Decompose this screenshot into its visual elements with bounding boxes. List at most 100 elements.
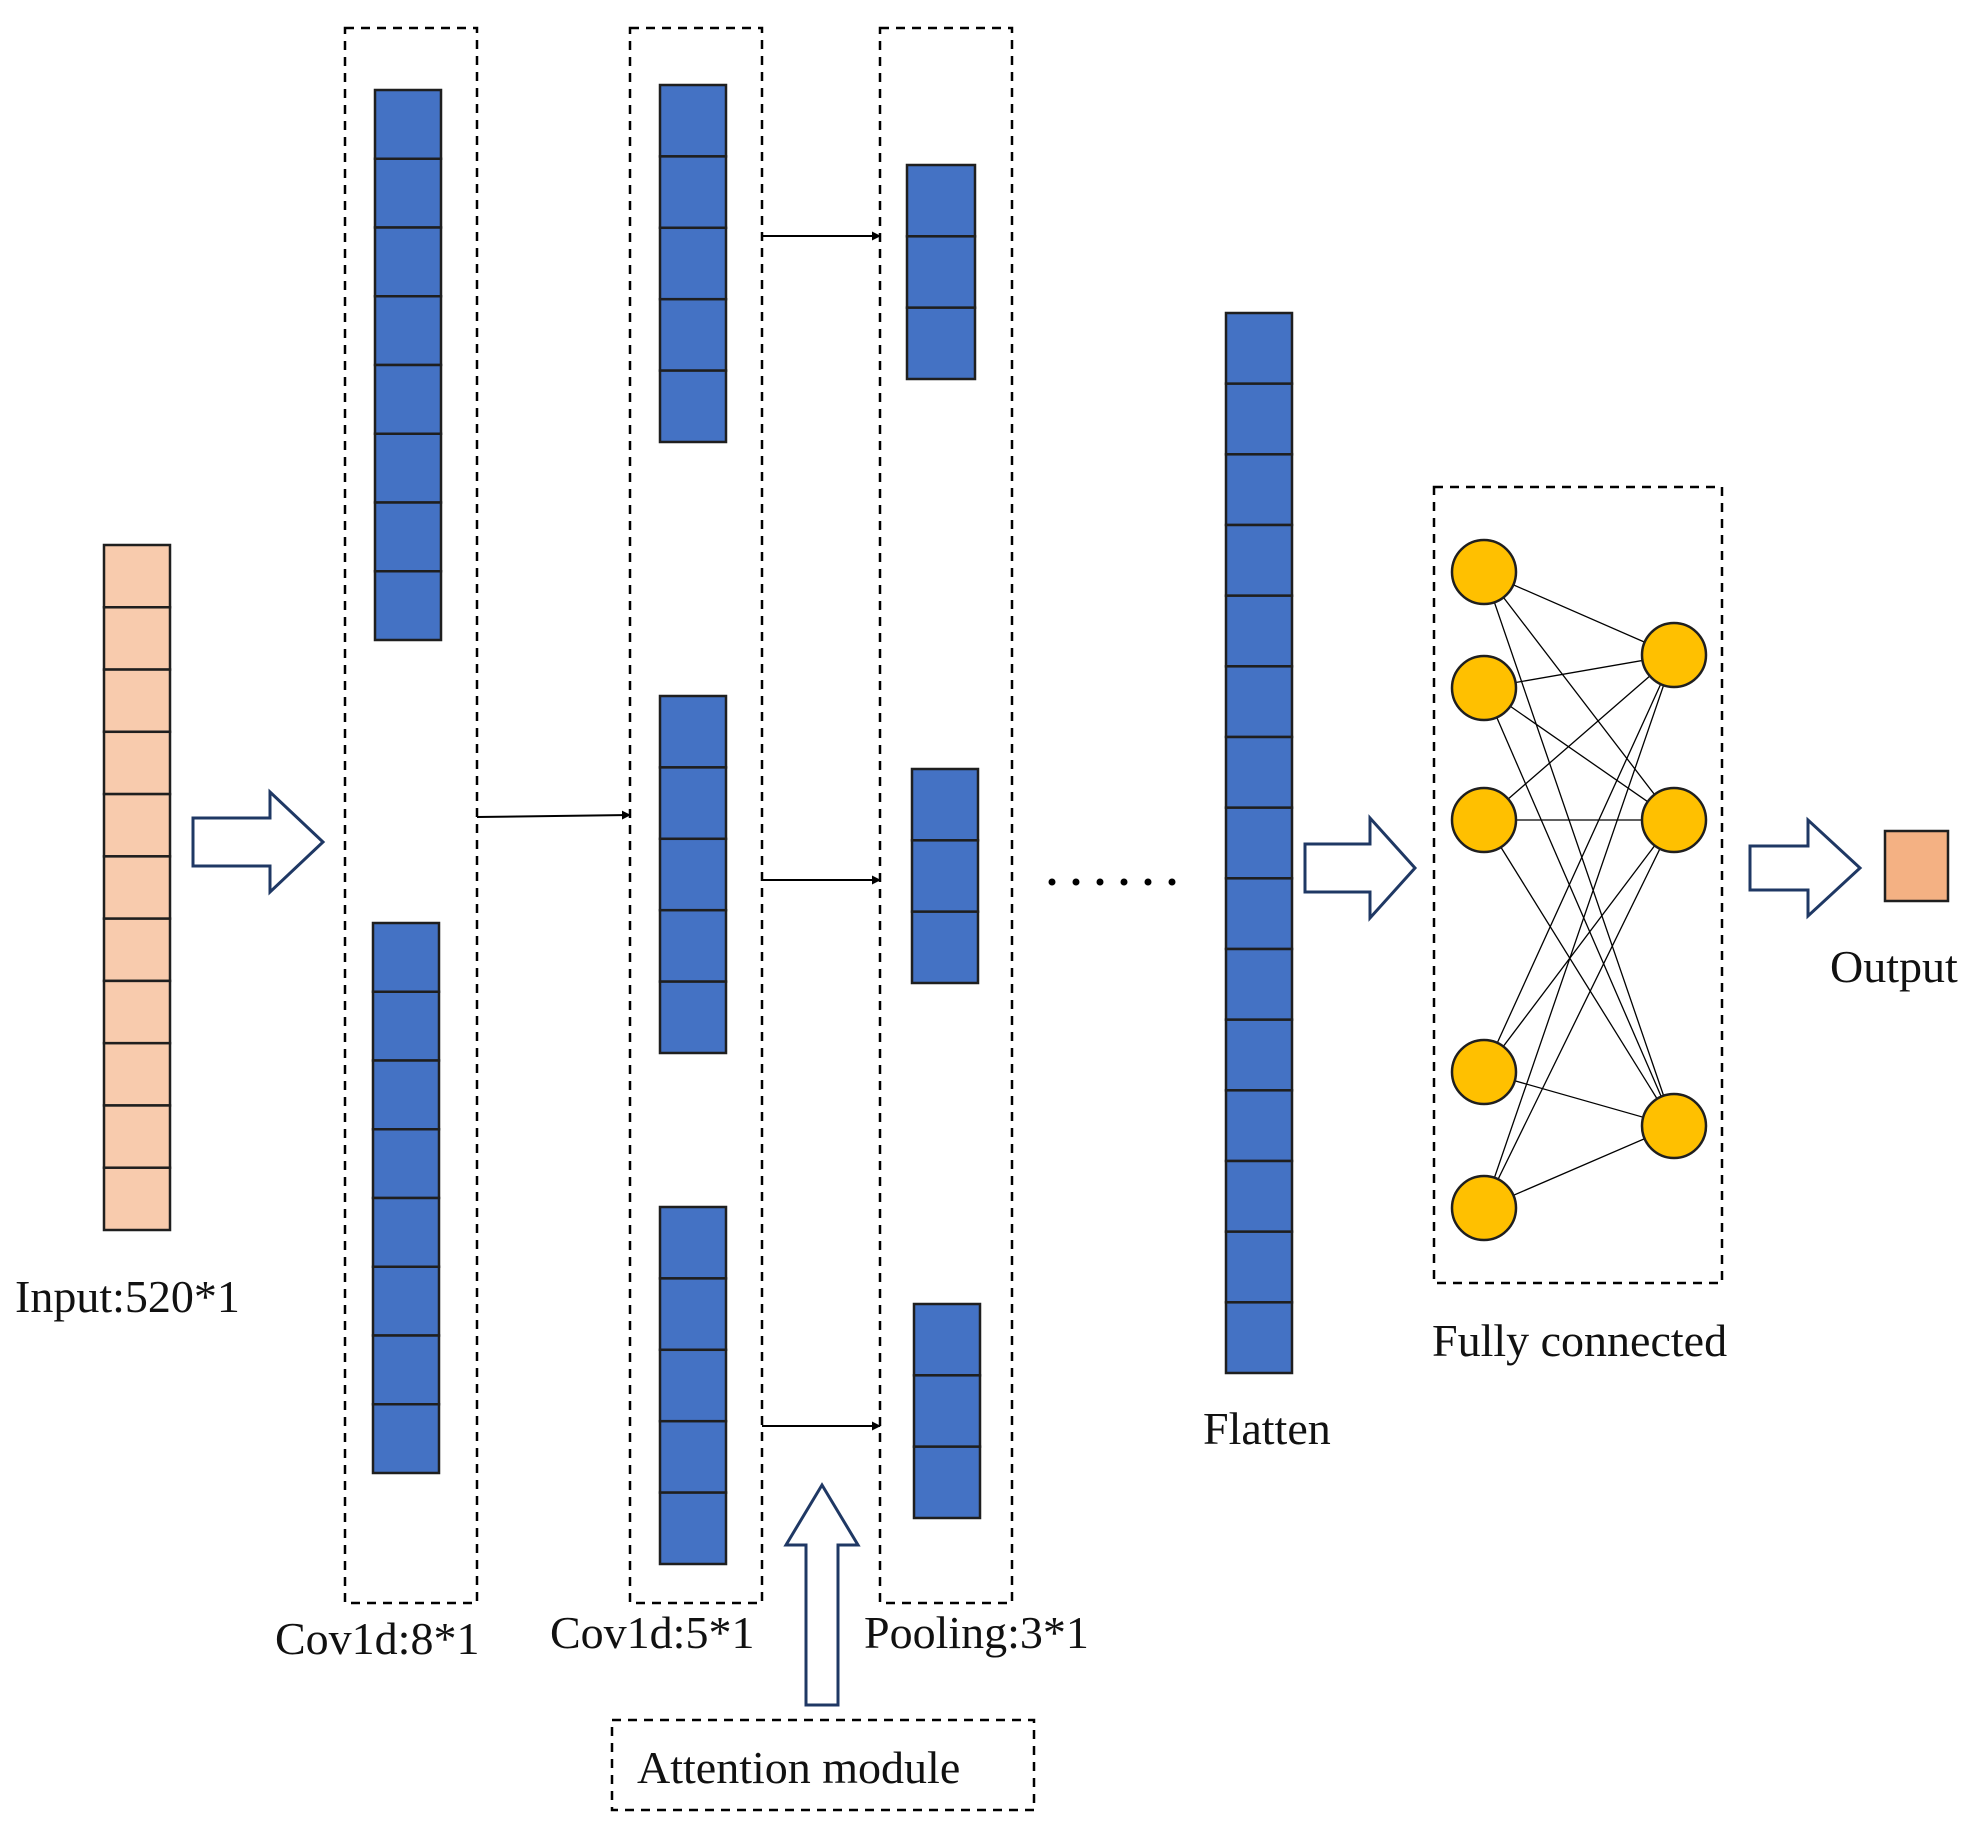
- conv2-cell: [658, 1491, 728, 1566]
- fc-edge: [1483, 1125, 1675, 1209]
- conv2-cell: [658, 1205, 728, 1280]
- input-cell: [102, 543, 172, 609]
- flatten-cell: [1224, 311, 1294, 385]
- input-cell: [102, 668, 172, 734]
- flatten-cell: [1224, 382, 1294, 456]
- pool-cell: [912, 1445, 982, 1520]
- flatten-vector: [1224, 311, 1294, 1375]
- conv1-cell: [373, 157, 443, 229]
- conv2-cell: [658, 980, 728, 1055]
- flatten-cell: [1224, 1230, 1294, 1304]
- conv2-cell: [658, 1348, 728, 1423]
- fc-input-neuron: [1450, 654, 1518, 722]
- flatten-to-fc-arrow-icon: [1303, 814, 1418, 922]
- flatten-cell: [1224, 947, 1294, 1021]
- conv2-cell: [658, 226, 728, 301]
- fc-edge: [1483, 819, 1675, 1209]
- flatten-label: Flatten: [1203, 1403, 1331, 1454]
- conv2-cell: [658, 908, 728, 983]
- conv1-cell: [371, 1334, 441, 1406]
- fc-edge: [1483, 687, 1675, 821]
- pool-cell: [905, 235, 977, 309]
- conv1-frame: [343, 26, 479, 1605]
- conv1-cell: [373, 570, 443, 642]
- flatten-cell: [1224, 806, 1294, 880]
- fc-edge: [1483, 687, 1675, 1127]
- conv1-to-conv2-arrow-icon: [476, 810, 631, 820]
- conv1-label: Cov1d:8*1: [275, 1613, 480, 1664]
- fc-frame: [1432, 485, 1724, 1285]
- conv1-cell: [373, 363, 443, 435]
- pooling-blocks: [905, 163, 982, 1520]
- conv1-blocks: [371, 88, 443, 1475]
- input-cell: [102, 855, 172, 920]
- fc-connections: [1483, 571, 1675, 1209]
- attention-module-label: Attention module: [637, 1742, 961, 1793]
- fc-edge: [1483, 571, 1675, 656]
- input-cell: [102, 606, 172, 671]
- input-cell: [102, 979, 172, 1045]
- conv1-cell: [373, 432, 443, 504]
- pool-cell: [912, 1374, 982, 1448]
- conv2-cell: [658, 1419, 728, 1494]
- flatten-cell: [1224, 877, 1294, 951]
- pooling-label: Pooling:3*1: [864, 1607, 1089, 1658]
- fc-input-neuron: [1450, 1038, 1518, 1106]
- pool-cell: [905, 306, 977, 381]
- pool-cell: [910, 767, 980, 842]
- attention-frame: [610, 1718, 1036, 1812]
- flatten-cell: [1224, 665, 1294, 739]
- fc-output-neuron: [1640, 1092, 1708, 1160]
- pool-cell: [905, 163, 977, 238]
- fc-edge: [1483, 654, 1675, 1073]
- conv1-cell: [371, 921, 441, 993]
- fc-neurons: [1450, 538, 1708, 1242]
- input-vector: [102, 543, 172, 1232]
- conv2-cell: [658, 1277, 728, 1352]
- flatten-cell: [1224, 1159, 1294, 1233]
- input-label: Input:520*1: [15, 1271, 240, 1322]
- flatten-cell: [1224, 453, 1294, 527]
- conv1-cell: [373, 226, 443, 298]
- conv1-cell: [373, 295, 443, 367]
- fc-edge: [1483, 654, 1675, 821]
- flatten-cell: [1224, 594, 1294, 668]
- conv1-cell: [373, 88, 443, 160]
- fc-input-neuron: [1450, 538, 1518, 606]
- input-cell: [102, 1104, 172, 1169]
- conv2-cell: [658, 694, 728, 769]
- input-cell: [102, 792, 172, 858]
- input-cell: [102, 1041, 172, 1107]
- conv2-cell: [658, 837, 728, 912]
- fully-connected-label: Fully connected: [1432, 1315, 1728, 1366]
- fc-edge: [1483, 819, 1675, 1127]
- fc-edge: [1483, 654, 1675, 1209]
- fc-output-neuron: [1640, 786, 1708, 854]
- conv2-cell: [658, 369, 728, 444]
- conv1-cell: [373, 501, 443, 573]
- fc-to-output-arrow-icon: [1748, 816, 1863, 920]
- pool-cell: [910, 839, 980, 913]
- conv1-cell: [371, 1265, 441, 1337]
- conv2-cell: [658, 766, 728, 841]
- conv1-cell: [371, 990, 441, 1062]
- fc-input-neuron: [1450, 786, 1518, 854]
- conv2-cell: [658, 297, 728, 372]
- flatten-cell: [1224, 1018, 1294, 1092]
- pool-cell: [912, 1302, 982, 1377]
- output-cell: [1883, 829, 1950, 903]
- conv2-cell: [658, 83, 728, 158]
- conv2-blocks: [658, 83, 728, 1566]
- pool-cell: [910, 910, 980, 985]
- fc-edge: [1483, 571, 1675, 821]
- conv2-label: Cov1d:5*1: [550, 1607, 755, 1658]
- attention-up-arrow-icon: [783, 1482, 861, 1707]
- flatten-cell: [1224, 1301, 1294, 1375]
- flatten-cell: [1224, 735, 1294, 809]
- output-label: Output: [1830, 941, 1958, 992]
- ellipsis-dots-icon: [1048, 878, 1176, 886]
- fc-output-neuron: [1640, 621, 1708, 689]
- input-cell: [102, 917, 172, 983]
